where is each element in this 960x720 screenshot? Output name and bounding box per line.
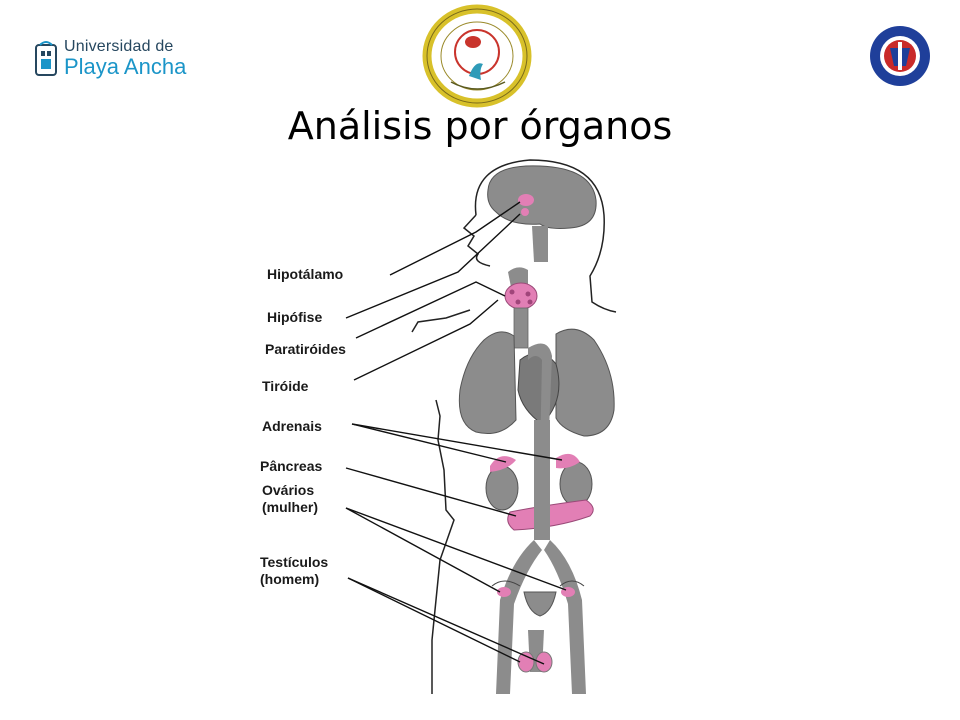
logo-text-line2: Playa Ancha [64,53,187,79]
page-title: Análisis por órganos [287,104,673,148]
university-seal-icon [422,4,532,108]
left-testis-organ [517,651,535,673]
label-ovarios-line2: (mulher) [262,499,318,515]
hypothalamus-organ [518,194,534,206]
pelvic-vessels-right [544,540,586,694]
trachea [513,307,529,349]
brain-stem [532,226,548,262]
label-pancreas: Pâncreas [260,458,323,474]
label-hipofise: Hipófise [267,309,323,325]
right-testis-organ [535,651,553,673]
right-adrenal-organ [556,453,580,469]
label-ovarios: Ovários (mulher) [262,482,318,516]
right-kidney [559,461,593,507]
label-hipotalamo: Hipotálamo [267,266,344,282]
label-tiroide: Tiróide [262,378,309,394]
upla-logo: Universidad de Playa Ancha [34,36,186,80]
left-ovary-organ [497,587,511,597]
label-adrenais: Adrenais [262,418,322,434]
pancreas-organ [507,499,594,531]
uterus [523,591,557,617]
brain [487,165,597,229]
follow-reason-badge-icon [870,26,930,86]
face-profile [462,214,491,267]
label-ovarios-line1: Ovários [262,482,315,498]
label-testiculos: Testículos (homem) [260,554,328,588]
label-paratiroides: Paratiróides [265,341,346,357]
head-outline [474,159,617,313]
spine-vessels [534,420,550,540]
left-lung [458,331,517,434]
left-kidney [485,465,519,511]
heart [517,352,560,425]
thyroid-organ [504,282,538,310]
upla-crest-icon [35,41,57,76]
body-outline-arm [411,309,471,333]
label-testiculos-line1: Testículos [260,554,329,570]
pituitary-organ [521,208,529,216]
right-lung [555,328,615,437]
leader-lines [345,201,567,665]
label-testiculos-line2: (homem) [260,571,320,587]
logo-text-line1: Universidad de [64,37,174,55]
